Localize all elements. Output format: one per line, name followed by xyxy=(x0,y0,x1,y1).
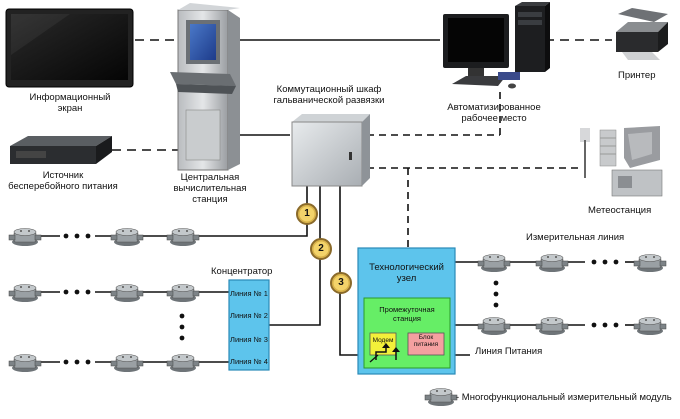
module-icon xyxy=(166,284,200,303)
ups-label: Источник бесперебойного питания xyxy=(8,170,118,192)
info-screen-label: Информационный экран xyxy=(29,92,111,114)
power-block-label: Блок питания xyxy=(413,334,439,348)
weather-station-label: Метеостанция xyxy=(588,205,652,216)
module-icon xyxy=(110,228,144,247)
concentrator-line-2: Линия № 2 xyxy=(230,311,268,320)
badge-3: 3 xyxy=(330,272,352,294)
workstation-label: Автоматизированное рабочее место xyxy=(447,102,541,124)
concentrator-box xyxy=(228,279,270,371)
workstation-image xyxy=(443,2,550,89)
module-icon xyxy=(633,317,667,336)
modem-block xyxy=(369,332,397,356)
switch-cabinet-label: Коммутационный шкаф гальванической развя… xyxy=(273,84,385,106)
wire-line-2 xyxy=(268,185,321,326)
measure-line-label: Измерительная линия xyxy=(526,232,625,243)
tech-node-box xyxy=(357,247,456,375)
modem-label: Модем xyxy=(372,337,394,344)
module-icon xyxy=(535,254,569,273)
module-icon xyxy=(8,284,42,303)
concentrator-line-3: Линия № 3 xyxy=(230,335,268,344)
legend-module-icon xyxy=(424,388,458,407)
tech-node-title: Технологический узел xyxy=(369,262,444,284)
module-icon xyxy=(477,254,511,273)
module-icon xyxy=(477,317,511,336)
info-screen-image xyxy=(5,8,134,88)
module-icon xyxy=(633,254,667,273)
central-station-label: Центральная вычислительная станция xyxy=(173,172,247,205)
concentrator-label: Концентратор xyxy=(211,266,273,277)
module-icon xyxy=(535,317,569,336)
wire-line-1 xyxy=(196,185,308,237)
module-icon xyxy=(110,354,144,373)
measurement-modules xyxy=(8,228,667,407)
weather-station-image xyxy=(580,126,663,197)
concentrator-line-1: Линия № 1 xyxy=(230,289,268,298)
printer-label: Принтер xyxy=(618,70,656,81)
module-icon xyxy=(166,228,200,247)
concentrator-line-4: Линия № 4 xyxy=(230,357,268,366)
ups-image xyxy=(10,136,112,164)
printer-image xyxy=(616,8,668,60)
module-icon xyxy=(110,284,144,303)
central-station-image xyxy=(170,3,240,171)
legend-label: - Многофункциональный измерительный моду… xyxy=(456,392,672,403)
interim-station-label: Промежуточная станция xyxy=(379,305,435,323)
power-line-label: Линия Питания xyxy=(475,346,543,357)
continuation-dots xyxy=(63,233,619,365)
module-icon xyxy=(8,228,42,247)
badge-2: 2 xyxy=(310,238,332,260)
badge-1: 1 xyxy=(296,203,318,225)
module-icon xyxy=(8,354,42,373)
module-icon xyxy=(166,354,200,373)
switch-cabinet-image xyxy=(291,114,370,187)
power-block xyxy=(407,332,445,356)
